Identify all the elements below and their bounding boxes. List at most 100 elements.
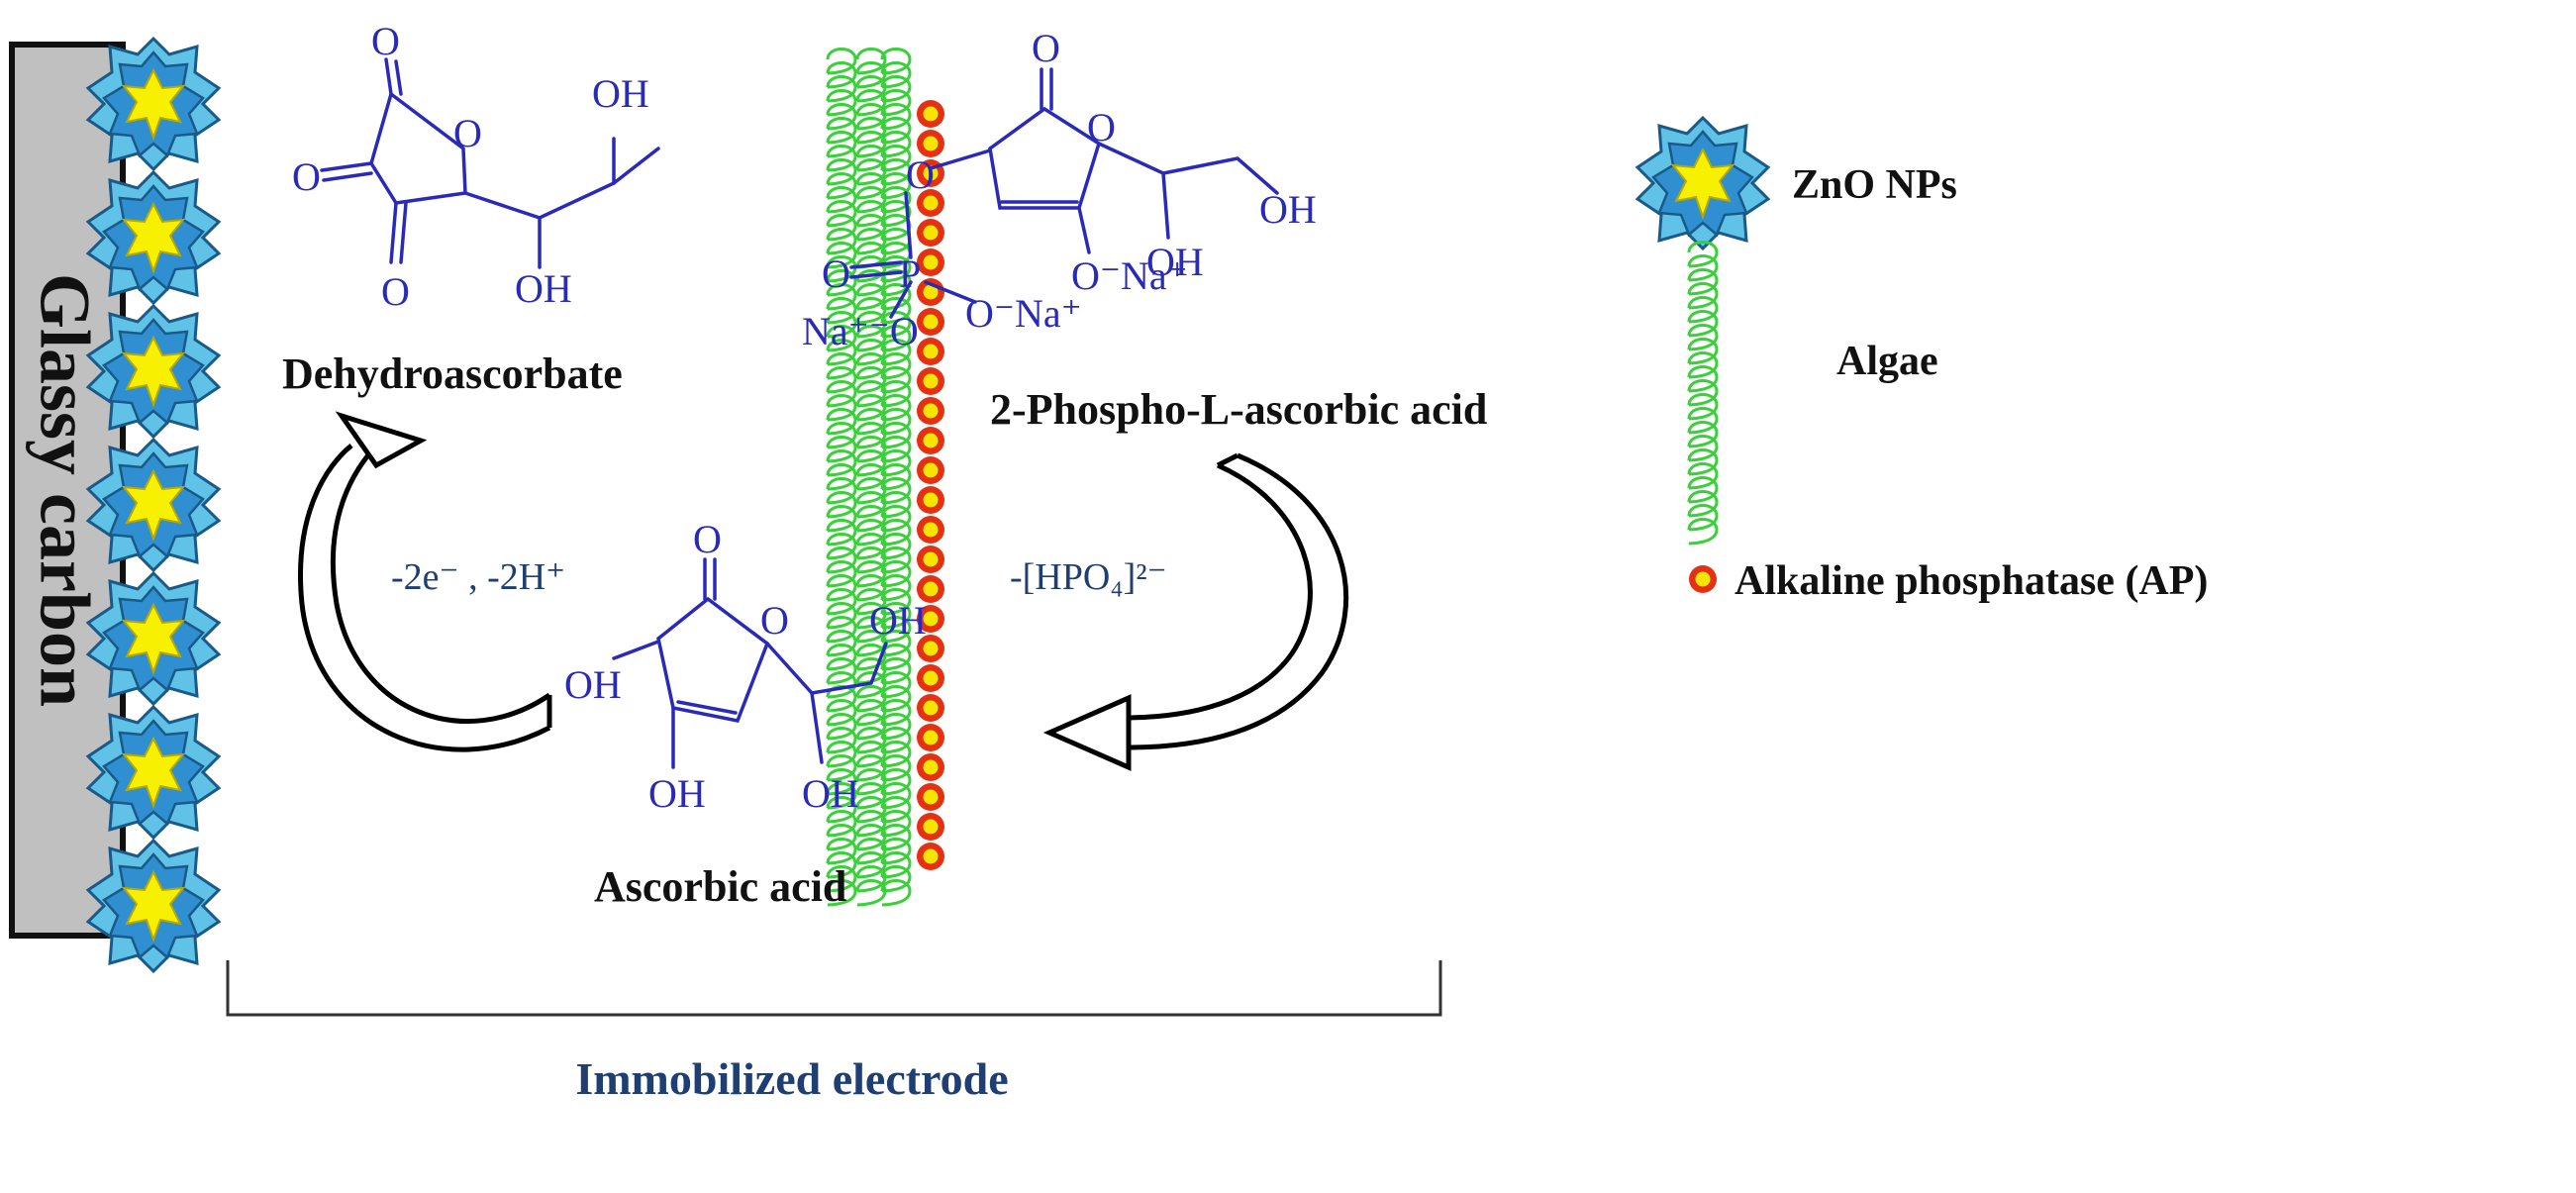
algae-coil [855, 782, 887, 810]
algae-coil [826, 242, 857, 269]
algae-coil [826, 533, 857, 560]
algae-coil [855, 172, 887, 200]
algae-coil [855, 754, 887, 782]
algae-coil [880, 172, 912, 200]
algae-coil [880, 477, 912, 505]
ap-bead [917, 843, 944, 870]
algae-coil [880, 713, 912, 741]
algae-coil [880, 824, 912, 851]
phospho-atom-oh-lower: OH [1146, 240, 1204, 284]
algae-coil [855, 117, 887, 145]
algae-coil [855, 75, 887, 103]
algae-coil [880, 547, 912, 574]
algae-coil [855, 491, 887, 519]
algae-coil [880, 89, 912, 117]
algae-coil [826, 352, 857, 380]
phospho-atom-o-ring: O [1087, 105, 1116, 149]
dephosphorylation-arrow [1042, 452, 1349, 771]
algae-coil [826, 186, 857, 214]
algae-coil [880, 796, 912, 824]
algae-coil [880, 533, 912, 560]
algae-coil [826, 103, 857, 131]
algae-coil [855, 865, 887, 893]
algae-coil [855, 533, 887, 560]
algae-coil [1687, 504, 1719, 532]
algae-coil [855, 103, 887, 131]
algae-coil [855, 145, 887, 172]
ap-bead [917, 516, 944, 544]
algae-coil [880, 782, 912, 810]
algae-coil [880, 436, 912, 463]
algae-coil [826, 75, 857, 103]
phospho-atom-o-double: O [822, 251, 850, 296]
algae-coil [855, 741, 887, 768]
ap-bead [917, 486, 944, 514]
algae-coil [826, 172, 857, 200]
ap-bead [917, 100, 944, 128]
algae-coil [826, 408, 857, 436]
algae-coil [855, 685, 887, 713]
ascorbic-atom-oh-chain-top: OH [869, 598, 927, 643]
algae-coil [1687, 407, 1719, 435]
algae-coil [855, 879, 887, 907]
ap-bead [917, 397, 944, 425]
algae-coil [880, 754, 912, 782]
algae-coil [880, 380, 912, 408]
ascorbic-acid-structure: O O OH OH OH OH Ascorbic acid [564, 517, 927, 911]
dehydroascorbate-label: Dehydroascorbate [282, 349, 623, 398]
algae-coil [826, 879, 857, 907]
algae-coil [826, 505, 857, 533]
algae-coil [880, 408, 912, 436]
algae-coil [880, 630, 912, 657]
algae-coil [855, 200, 887, 228]
ap-bead [917, 783, 944, 811]
algae-coil [855, 449, 887, 477]
phospho-atom-p: P [899, 251, 921, 296]
ascorbic-atom-oh-bottom: OH [648, 771, 706, 816]
algae-coil [826, 436, 857, 463]
algae-coil [1687, 421, 1719, 448]
phospho-atom-o-ester: O [906, 152, 935, 197]
ap-bead [917, 219, 944, 247]
algae-coil [855, 796, 887, 824]
legend-ap-icon [1689, 565, 1717, 593]
algae-coil [1687, 241, 1719, 268]
algae-coil [855, 61, 887, 89]
algae-coil [826, 214, 857, 242]
algae-coil [826, 574, 857, 602]
algae-coil [855, 560, 887, 588]
dehydroascorbate-atom-o-ring: O [453, 111, 482, 155]
legend-zno-icon [1635, 116, 1770, 250]
algae-coil [826, 699, 857, 727]
algae-coil [855, 158, 887, 186]
ap-bead [917, 456, 944, 484]
oxidation-label: -2e⁻ , -2H⁺ [391, 556, 565, 598]
algae-coil [880, 838, 912, 865]
algae-coil [855, 408, 887, 436]
algae-coil [880, 449, 912, 477]
algae-coil [880, 685, 912, 713]
algae-coil [880, 255, 912, 283]
algae-coil [855, 366, 887, 394]
algae-coil [855, 505, 887, 533]
algae-coil [855, 214, 887, 242]
algae-coil [826, 339, 857, 366]
ap-bead [917, 308, 944, 336]
algae-coil [1687, 282, 1719, 310]
algae-coil [826, 145, 857, 172]
immobilized-electrode-label: Immobilized electrode [575, 1053, 1008, 1104]
algae-coil [855, 768, 887, 796]
legend-ap-label: Alkaline phosphatase (AP) [1734, 558, 2208, 604]
phospho-atom-o-na-right: O⁻Na⁺ [1071, 253, 1188, 298]
algae-coil [880, 339, 912, 366]
legend: ZnO NPs Algae Alkaline phosphatase (AP) [1635, 116, 2208, 604]
algae-coil [826, 851, 857, 879]
algae-coil [880, 491, 912, 519]
algae-coil [826, 131, 857, 158]
algae-coil [880, 131, 912, 158]
phospho-atom-o-na-mid: O⁻Na⁺ [965, 291, 1082, 336]
algae-coil [826, 782, 857, 810]
algae-coil [826, 158, 857, 186]
ascorbic-acid-label: Ascorbic acid [594, 862, 846, 911]
